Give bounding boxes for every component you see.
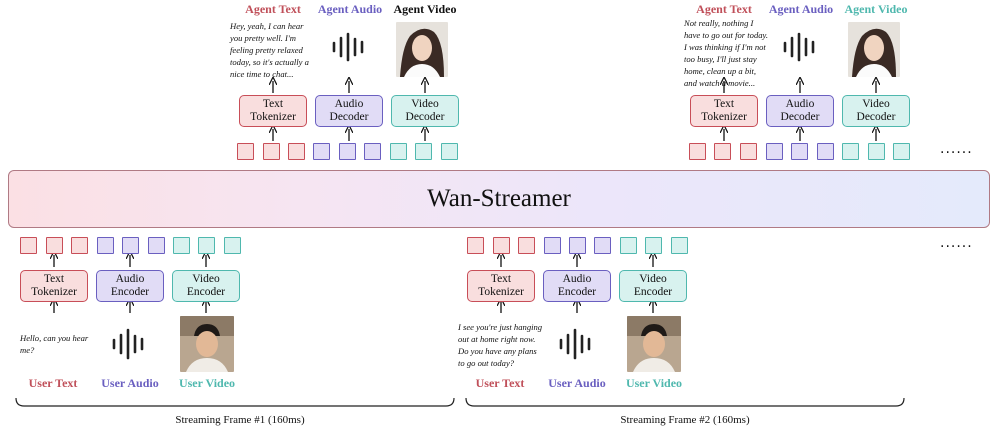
video-token [893,143,910,160]
text-token [689,143,706,160]
streaming-frame-label: Streaming Frame #2 (160ms) [620,414,750,426]
frame-bracket-2 [465,397,905,407]
text-token [493,237,510,254]
audio-token [817,143,834,160]
text-token [467,237,484,254]
audio-token [544,237,561,254]
continuation-ellipsis: ...... [940,141,973,157]
audio-token [594,237,611,254]
text-token [46,237,63,254]
audio-token [339,143,356,160]
agent-video-label: Agent Video [844,2,908,16]
agent-video-frame-icon [848,22,900,77]
user-video-frame-icon [627,316,681,372]
video-token [645,237,662,254]
text-token [263,143,280,160]
video-token [173,237,190,254]
text-token [288,143,305,160]
audio-token [569,237,586,254]
wan-streamer-title: Wan-Streamer [427,185,571,212]
user-quote-1: Hello, can you hear me? [20,333,89,355]
video-token [671,237,688,254]
audio-waveform-icon [332,32,364,62]
agent-video-frame-icon [396,22,448,77]
text-token [740,143,757,160]
user-text-label: User Text [475,376,525,390]
user-quote-2: I see you're just hanging out at home ri… [458,322,543,368]
video-token [390,143,407,160]
wan-streamer-block: Wan-Streamer [8,170,990,228]
audio-token [364,143,381,160]
agent-text-label: Agent Text [245,2,301,16]
agent-audio-label: Agent Audio [317,2,383,16]
agent-text-label: Agent Text [696,2,752,16]
text-token [518,237,535,254]
video-token [198,237,215,254]
agent-audio-label: Agent Audio [768,2,834,16]
video-token [415,143,432,160]
audio-token [122,237,139,254]
text-token [237,143,254,160]
audio-token [791,143,808,160]
audio-token [148,237,165,254]
agent-video-label: Agent Video [393,2,457,16]
audio-token [97,237,114,254]
user-audio-label: User Audio [101,376,159,390]
agent-quote-2: Not really, nothing I have to go out for… [684,18,769,88]
user-video-frame-icon [180,316,234,372]
video-token [620,237,637,254]
text-token [71,237,88,254]
user-audio-label: User Audio [548,376,606,390]
text-token [20,237,37,254]
text-token [714,143,731,160]
audio-waveform-icon [559,328,591,360]
video-token [441,143,458,160]
video-token [868,143,885,160]
video-token [224,237,241,254]
user-video-label: User Video [178,376,236,390]
video-token [842,143,859,160]
audio-token [766,143,783,160]
audio-waveform-icon [112,328,144,360]
continuation-ellipsis: ...... [940,235,973,251]
streaming-frame-label: Streaming Frame #1 (160ms) [175,414,305,426]
user-video-label: User Video [625,376,683,390]
audio-token [313,143,330,160]
frame-bracket-1 [15,397,455,407]
agent-quote-1: Hey, yeah, I can hear you pretty well. I… [230,21,309,79]
user-text-label: User Text [28,376,78,390]
audio-waveform-icon [783,32,815,62]
